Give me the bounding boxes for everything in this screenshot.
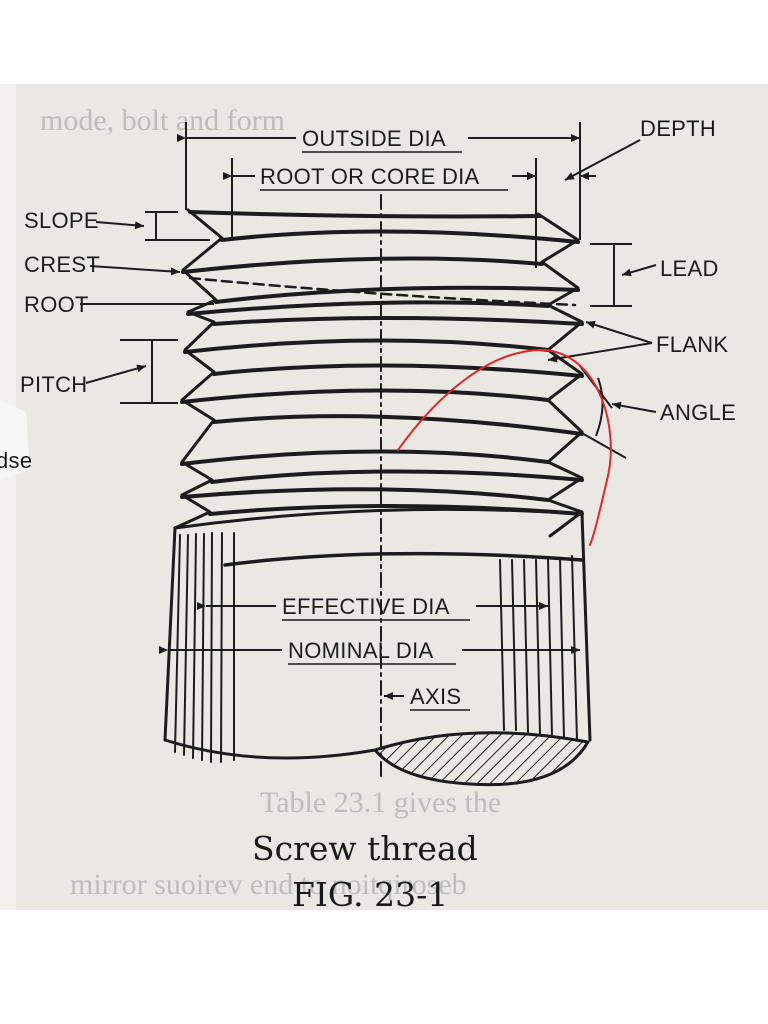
label-nominal-dia: NOMINAL DIA <box>288 638 434 663</box>
label-crest: CREST <box>24 252 100 277</box>
hatched-end-face <box>373 731 590 787</box>
label-root: ROOT <box>24 292 89 317</box>
label-outside-dia: OUTSIDE DIA <box>302 126 446 151</box>
screw-thread-drawing <box>163 194 592 787</box>
label-root-or-core-dia: ROOT OR CORE DIA <box>260 164 480 189</box>
svg-text:mirror suoirev end to noitqiro: mirror suoirev end to noitqiroseb <box>70 868 467 901</box>
label-depth: DEPTH <box>640 116 716 141</box>
dimension-lines <box>80 122 657 700</box>
label-effective-dia: EFFECTIVE DIA <box>282 594 450 619</box>
label-slope: SLOPE <box>24 208 99 233</box>
svg-text:Table 23.1 gives the: Table 23.1 gives the <box>260 786 501 819</box>
label-lead: LEAD <box>660 256 719 281</box>
caption-title: Screw thread <box>252 829 478 868</box>
label-pitch: PITCH <box>20 372 88 397</box>
label-axis: AXIS <box>410 684 461 709</box>
diagram-labels: OUTSIDE DIA ROOT OR CORE DIA DEPTH SLOPE… <box>20 116 736 709</box>
show-through-text: mode, bolt and form Table 23.1 gives the… <box>40 104 501 901</box>
red-annotation-stroke <box>397 348 612 546</box>
svg-text:mode, bolt and form: mode, bolt and form <box>40 104 285 137</box>
page-edge-fragment: dse <box>0 448 32 473</box>
label-angle: ANGLE <box>660 400 736 425</box>
caption-figure: FIG. 23-1 <box>292 875 448 914</box>
label-flank: FLANK <box>656 332 728 357</box>
